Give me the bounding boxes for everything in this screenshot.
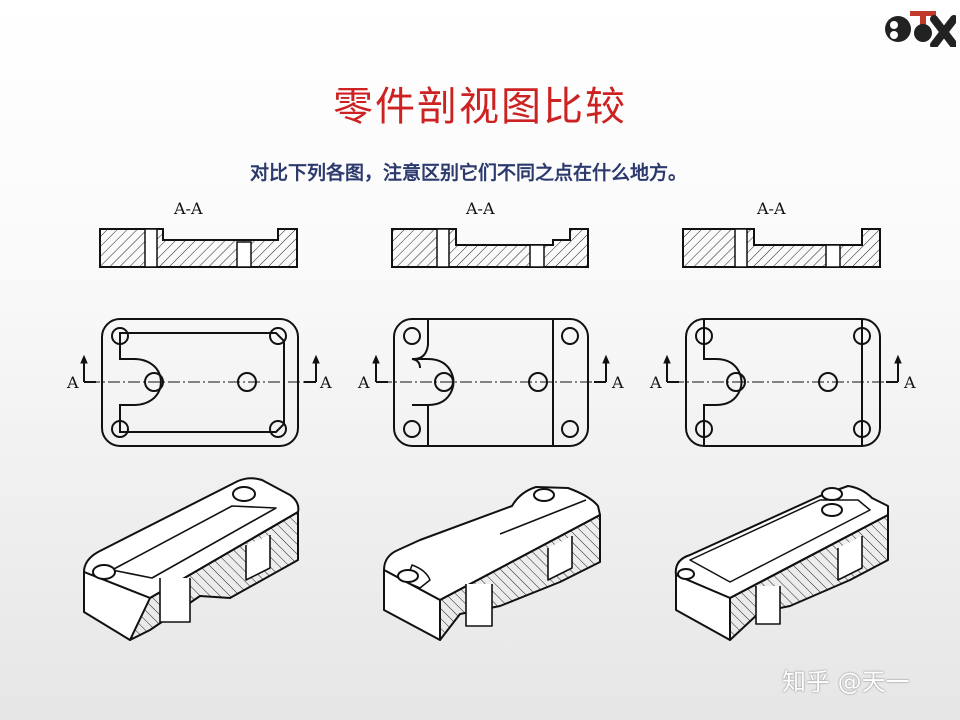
iso-view-1 [83,477,300,641]
section-view-3 [682,228,881,268]
iso-view-2 [383,486,601,641]
section-label-2: A-A [466,199,495,218]
cut-label-right-2: A [612,373,624,392]
cut-label-right-1: A [320,373,332,392]
section-view-2 [391,228,589,268]
section-label-1: A-A [174,199,203,218]
page-title: 零件剖视图比较 [333,84,627,130]
section-view-1 [99,228,298,268]
company-logo [885,11,956,47]
cut-label-left-3: A [650,373,662,392]
cut-label-left-1: A [67,373,79,392]
top-view-1 [80,318,320,447]
section-label-3: A-A [757,199,786,218]
iso-view-3 [674,485,889,641]
page-subtitle: 对比下列各图，注意区别它们不同之点在什么地方。 [250,162,688,184]
cut-label-left-2: A [358,373,370,392]
top-view-3 [663,318,902,447]
watermark: 知乎 @天一 [782,668,910,696]
top-view-2 [372,318,610,447]
cut-label-right-3: A [904,373,916,392]
